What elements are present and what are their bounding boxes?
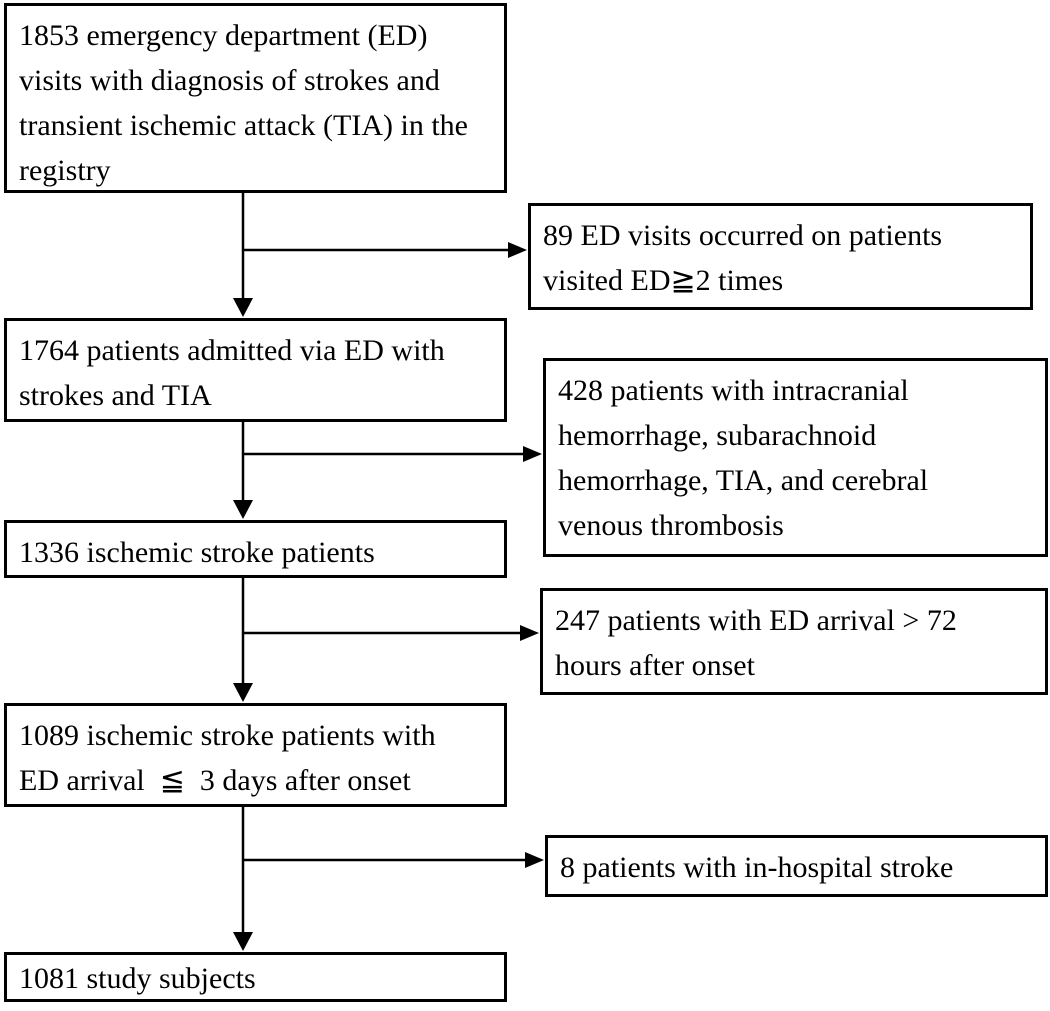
box-text-line: 1089 ischemic stroke patients with xyxy=(19,719,436,752)
box-text-line: 89 ED visits occurred on patients xyxy=(543,219,943,252)
box-text-line: venous thrombosis xyxy=(558,509,784,542)
box-text-line: 1081 study subjects xyxy=(19,962,256,995)
arrowhead-down-3 xyxy=(233,683,253,702)
box-text-line: 1764 patients admitted via ED with xyxy=(19,334,445,367)
box-text-line: 1853 emergency department (ED) xyxy=(19,19,428,52)
box-excluded-repeat-visits-89: 89 ED visits occurred on patients visite… xyxy=(528,203,1033,310)
box-text-line: ED arrival ≦ 3 days after onset xyxy=(19,764,411,797)
box-excluded-hemorrhage-428: 428 patients with intracranial hemorrhag… xyxy=(543,358,1048,557)
box-text-line: hemorrhage, subarachnoid xyxy=(558,419,877,452)
box-text-line: registry xyxy=(19,154,111,187)
box-text-line: hemorrhage, TIA, and cerebral xyxy=(558,464,929,497)
arrowhead-down-4 xyxy=(233,932,253,951)
arrowhead-right-2 xyxy=(523,446,542,462)
arrowhead-right-3 xyxy=(520,625,539,641)
arrowhead-down-1 xyxy=(233,298,253,317)
box-text-line: 8 patients with in-hospital stroke xyxy=(560,851,954,884)
box-text-line: visits with diagnosis of strokes and xyxy=(19,64,440,97)
box-admitted-1764: 1764 patients admitted via ED with strok… xyxy=(4,318,507,422)
box-early-arrival-1089: 1089 ischemic stroke patients with ED ar… xyxy=(4,703,507,807)
box-study-subjects-1081: 1081 study subjects xyxy=(4,952,507,1002)
box-text-line: 1336 ischemic stroke patients xyxy=(19,536,375,569)
arrowhead-down-2 xyxy=(233,500,253,519)
box-excluded-late-arrival-247: 247 patients with ED arrival > 72 hours … xyxy=(540,588,1048,695)
box-ischemic-1336: 1336 ischemic stroke patients xyxy=(4,520,507,578)
box-text-line: hours after onset xyxy=(555,649,755,682)
box-ed-visits-1853: 1853 emergency department (ED) visits wi… xyxy=(4,3,507,193)
box-text-line: 428 patients with intracranial xyxy=(558,374,909,407)
arrowhead-right-1 xyxy=(508,242,527,258)
box-text-line: strokes and TIA xyxy=(19,379,212,412)
arrowhead-right-4 xyxy=(525,852,544,868)
box-text-line: transient ischemic attack (TIA) in the xyxy=(19,109,468,142)
box-text-line: 247 patients with ED arrival > 72 xyxy=(555,604,957,637)
box-excluded-in-hospital-stroke-8: 8 patients with in-hospital stroke xyxy=(545,835,1048,897)
box-text-line: visited ED≧2 times xyxy=(543,264,784,297)
